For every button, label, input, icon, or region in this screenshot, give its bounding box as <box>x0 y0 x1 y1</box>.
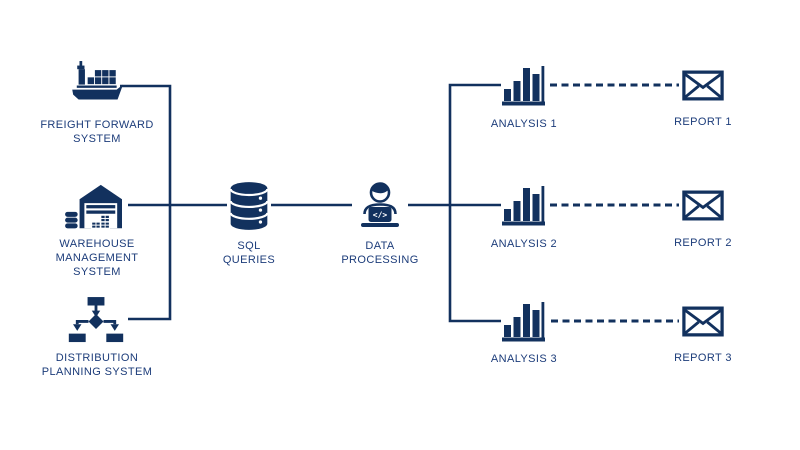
analysis-1-label: ANALYSIS 1 <box>490 118 558 130</box>
envelope-icon-3 <box>682 306 724 337</box>
database-icon <box>227 180 271 232</box>
bar-chart-icon-1 <box>501 62 547 108</box>
analysis-3-label: ANALYSIS 3 <box>490 353 558 365</box>
flowchart-icon <box>66 296 126 345</box>
bar-chart-icon-3 <box>501 298 547 344</box>
envelope-icon-2 <box>682 190 724 221</box>
sql-queries-label: SQL QUERIES <box>222 240 276 266</box>
envelope-icon-1 <box>682 70 724 101</box>
cargo-ship-icon <box>65 60 123 111</box>
developer-icon <box>352 180 408 230</box>
report-1-label: REPORT 1 <box>674 116 732 128</box>
analysis-branch-connector <box>448 83 501 323</box>
warehouse-management-system-label: WAREHOUSE MANAGEMENT SYSTEM <box>55 238 139 278</box>
bar-chart-icon-2 <box>501 182 547 228</box>
sources-bus-connector <box>120 84 172 321</box>
data-processing-label: DATA PROCESSING <box>341 240 419 266</box>
freight-forward-system-label: FREIGHT FORWARD SYSTEM <box>40 119 154 145</box>
report-3-label: REPORT 3 <box>674 352 732 364</box>
report-2-label: REPORT 2 <box>674 237 732 249</box>
distribution-planning-system-label: DISTRIBUTION PLANNING SYSTEM <box>41 352 153 378</box>
analysis-2-label: ANALYSIS 2 <box>490 238 558 250</box>
warehouse-icon <box>64 180 126 234</box>
